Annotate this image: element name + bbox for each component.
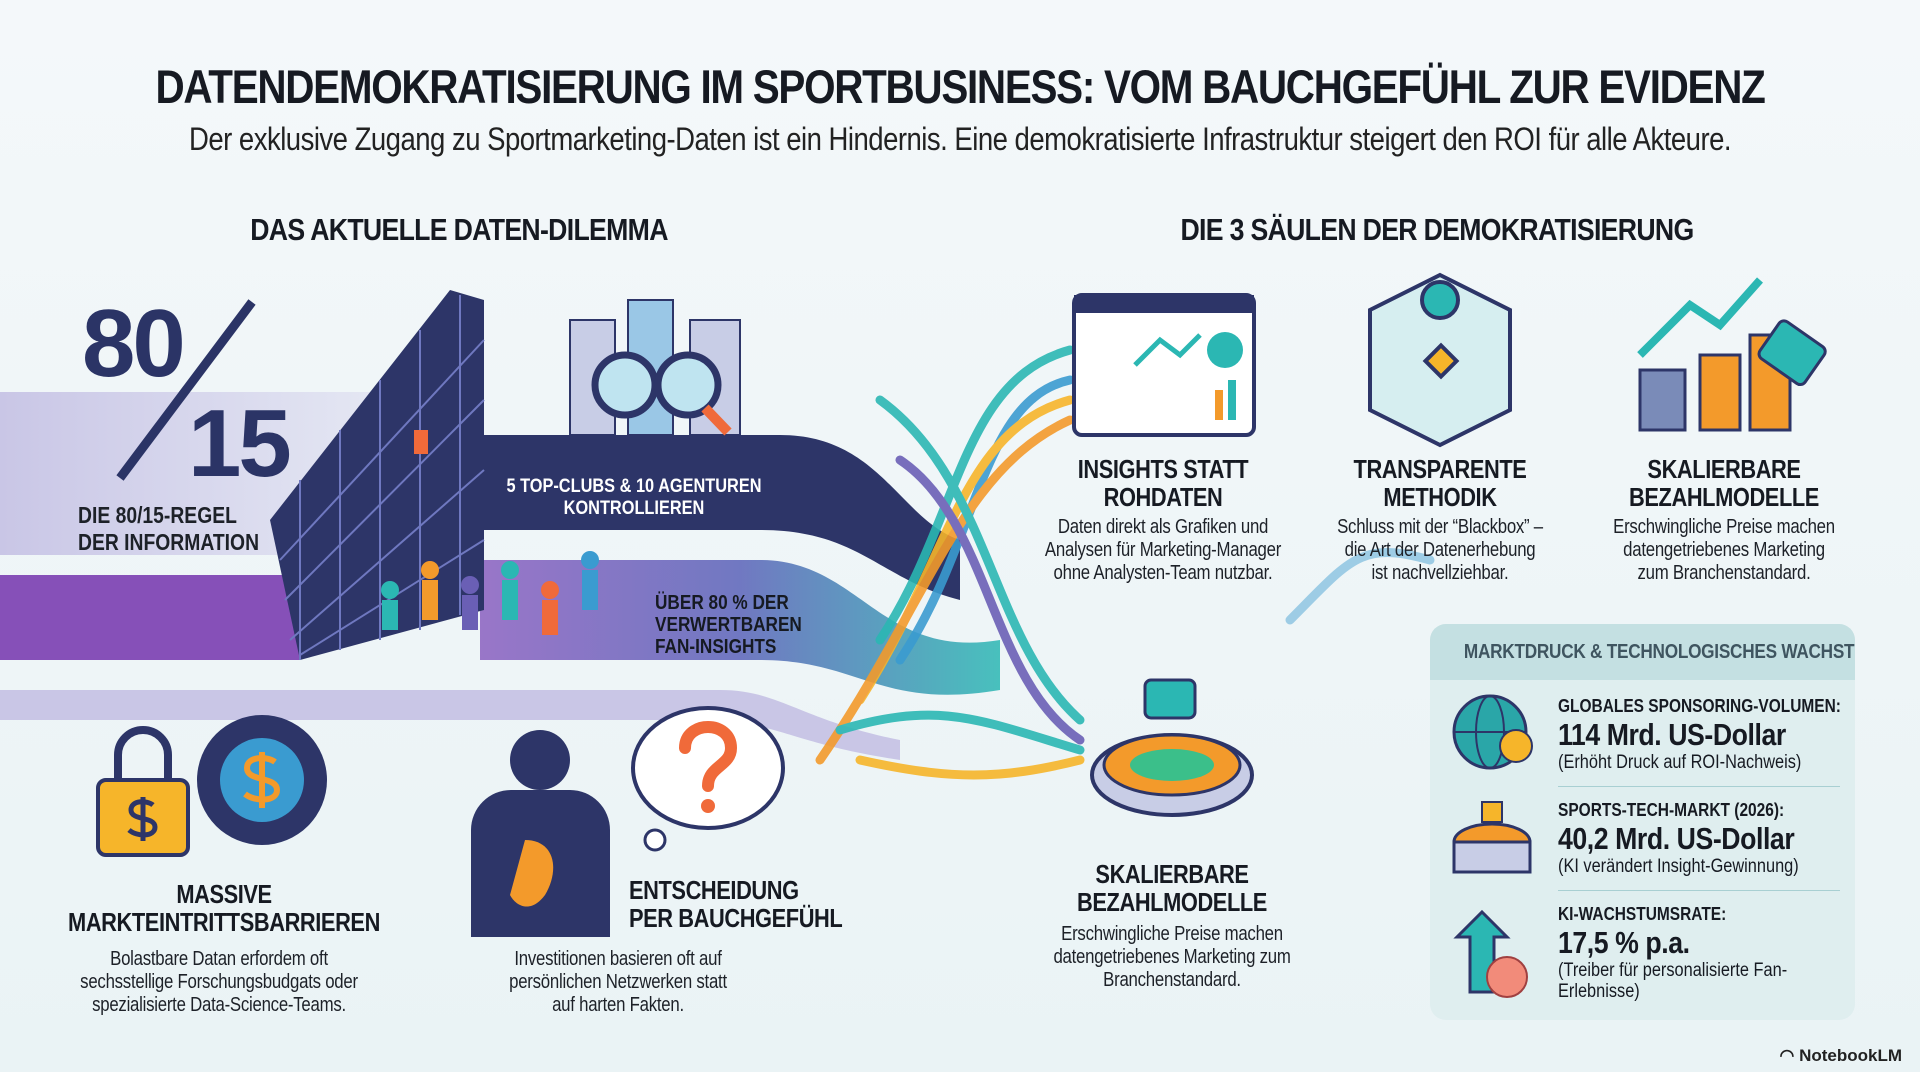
magnifier-icon bbox=[591, 351, 732, 436]
divider bbox=[1558, 890, 1840, 891]
divider bbox=[1558, 786, 1840, 787]
market-panel: MARKTDRUCK & TECHNOLOGISCHES WACHSTUM GL… bbox=[1430, 624, 1855, 1020]
ratio-15: 15 bbox=[188, 390, 292, 497]
market-item-sponsoring: GLOBALES SPONSORING-VOLUMEN:114 Mrd. US-… bbox=[1558, 696, 1841, 773]
bottom-band bbox=[0, 690, 900, 760]
ratio-slash bbox=[116, 299, 256, 481]
person-gut-icon bbox=[471, 730, 610, 937]
left-heading: DAS AKTUELLE DATEN-DILEMMA bbox=[250, 212, 668, 247]
transparent-cube-icon bbox=[1368, 272, 1512, 448]
market-icons bbox=[1452, 694, 1533, 998]
question-mark-glyph bbox=[679, 721, 738, 792]
market-item-sportstech: SPORTS-TECH-MARKT (2026):40,2 Mrd. US-Do… bbox=[1558, 800, 1799, 877]
pillar-method-desc: Schluss mit der “Blackbox” –die Art der … bbox=[1337, 516, 1543, 584]
stadium-icon bbox=[1090, 678, 1254, 817]
lock-gear-icon bbox=[96, 715, 327, 857]
fan-band bbox=[480, 560, 1000, 695]
question-bubble-icon bbox=[631, 706, 785, 852]
globe-dollar-icon bbox=[1452, 694, 1533, 770]
market-item-ai-growth: KI-WACHSTUMSRATE:17,5 % p.a.(Treiber für… bbox=[1558, 904, 1788, 1002]
page-title: DATENDEMOKRATISIERUNG IM SPORTBUSINESS: … bbox=[155, 60, 1765, 113]
dashboard-icon bbox=[1072, 293, 1256, 437]
notebooklm-icon: ◠ bbox=[1779, 1046, 1800, 1065]
brand-logo: ◠ NotebookLM bbox=[1779, 1046, 1903, 1065]
dark-band bbox=[470, 435, 960, 600]
market-header: MARKTDRUCK & TECHNOLOGISCHES WACHSTUM bbox=[1430, 624, 1855, 680]
page-subtitle: Der exklusive Zugang zu Sportmarketing-D… bbox=[188, 121, 1732, 157]
stadium-chip-icon bbox=[1452, 801, 1532, 874]
fans-crowd-icon bbox=[381, 551, 599, 635]
ratio-80: 80 bbox=[82, 290, 186, 397]
data-streams bbox=[815, 345, 1435, 780]
dollar-sign-lock bbox=[127, 797, 158, 841]
growth-brain-icon bbox=[1453, 909, 1528, 998]
dollar-sign-gear bbox=[243, 752, 281, 808]
coins-growth-icon bbox=[1637, 277, 1827, 432]
right-heading: DIE 3 SÄULEN DER DEMOKRATISIERUNG bbox=[1180, 212, 1694, 247]
purple-band bbox=[0, 575, 300, 660]
